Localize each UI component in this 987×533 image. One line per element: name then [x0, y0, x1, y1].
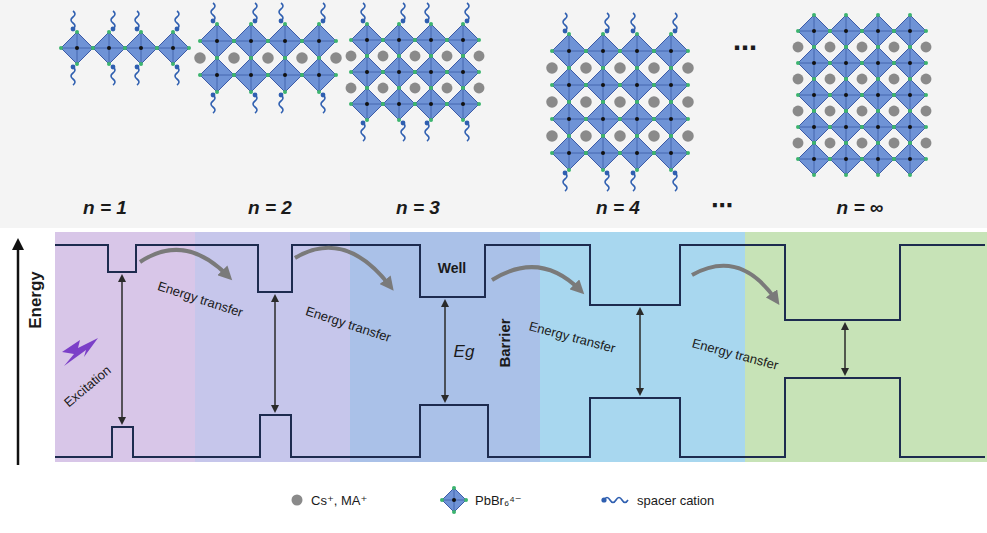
legend-item: Cs⁺, MA⁺: [290, 486, 367, 514]
legend-swatch: [290, 493, 304, 507]
ellipsis: ⋯: [711, 193, 733, 218]
transfer-arrows: [140, 248, 776, 300]
legend-text: spacer cation: [637, 493, 714, 508]
well-label: Well: [438, 260, 467, 276]
legend-text: Cs⁺, MA⁺: [311, 493, 367, 508]
legend-text: PbBr₆⁴⁻: [475, 493, 522, 508]
structure-label: n = ∞: [837, 197, 884, 219]
axis-label: Energy: [26, 271, 46, 329]
bands: [55, 232, 987, 462]
energy-levels: [55, 245, 985, 457]
top-panel: [0, 0, 987, 228]
structure-label: n = 2: [248, 197, 292, 219]
lattice: [59, 3, 931, 191]
structure-label: n = 3: [396, 197, 440, 219]
perovskite-layer: [546, 13, 694, 191]
excitation-bolt: [62, 338, 98, 366]
octahedron-symbol: [440, 486, 468, 514]
perovskite-layer: [793, 13, 932, 177]
ellipsis: ⋯: [733, 34, 757, 62]
barrier-label: Barrier: [496, 318, 513, 367]
perovskite-layer: [346, 3, 485, 141]
structure-label: n = 4: [596, 197, 640, 219]
structure-label: n = 1: [83, 197, 127, 219]
perovskite-layer: [59, 11, 191, 85]
energy-axis: [17, 244, 20, 465]
spacer-symbol: [600, 493, 630, 507]
legend-item: spacer cation: [600, 486, 714, 514]
bandgap-arrows: [122, 276, 845, 423]
perovskite-layer: [194, 3, 342, 113]
legend-item: PbBr₆⁴⁻: [440, 486, 522, 514]
bandgap-label: Eg: [454, 342, 475, 362]
